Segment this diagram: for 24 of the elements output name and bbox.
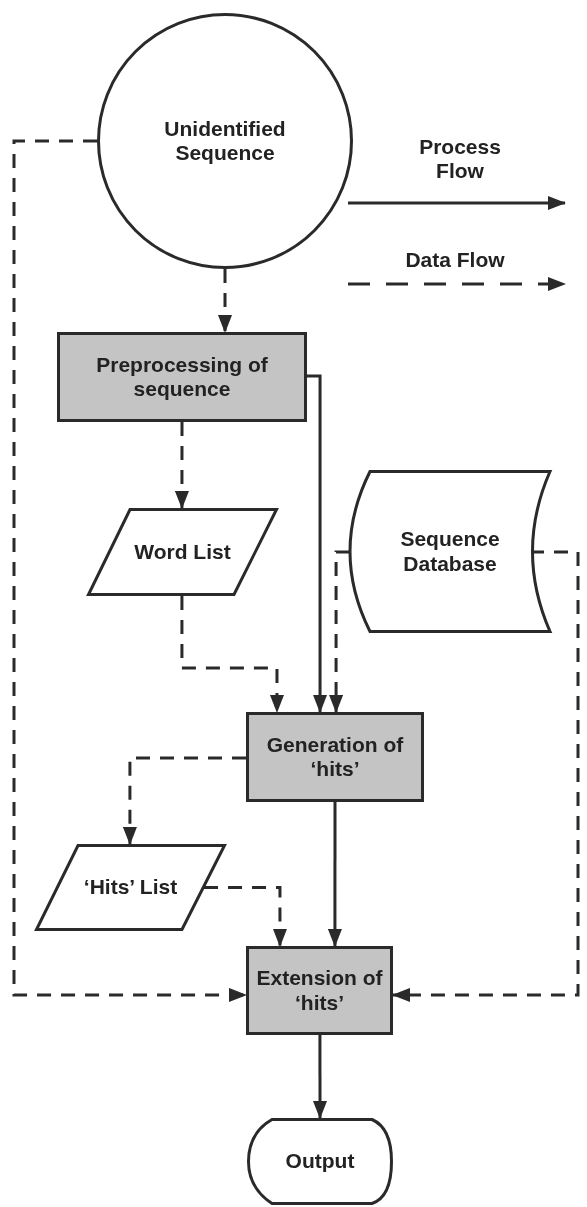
arrow: [204, 886, 287, 947]
arrow: [122, 756, 246, 845]
circle-label: Unidentified Sequence: [163, 116, 287, 166]
database-label: Sequence Database: [399, 527, 501, 576]
arrow: [327, 802, 342, 947]
process-label: Extension of ‘hits’: [255, 966, 384, 1015]
arrow: [313, 1035, 327, 1119]
arrow: [329, 550, 350, 713]
arrow: [180, 596, 284, 713]
process-label: Preprocessing of sequence: [95, 352, 269, 402]
process-label: Generation of ‘hits’: [265, 732, 405, 782]
arrow: [307, 374, 328, 713]
legend-label: Process Flow: [418, 135, 502, 184]
legend-label: Data Flow: [404, 248, 506, 273]
data-label: Word List: [134, 539, 231, 565]
arrow: [12, 139, 247, 1002]
process-box: [246, 712, 424, 802]
arrow: [392, 550, 580, 1002]
arrow: [218, 269, 232, 333]
data-label: ‘Hits’ List: [83, 875, 178, 900]
process-box: [57, 332, 307, 422]
arrow: [174, 422, 189, 509]
process-box: [246, 946, 393, 1035]
output-label: Output: [285, 1149, 355, 1174]
